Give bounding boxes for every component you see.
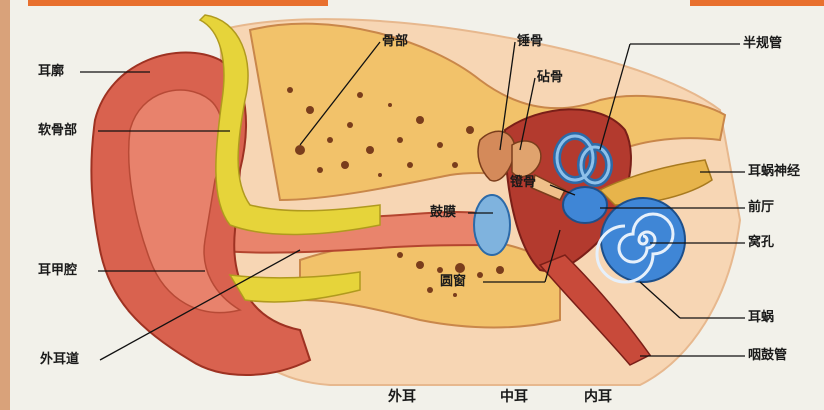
label-bony-part: 骨部 [382, 34, 408, 50]
label-vestibule: 前厅 [748, 200, 774, 216]
section-middle-ear: 中耳 [500, 386, 528, 406]
label-concha: 耳甲腔 [38, 263, 77, 279]
label-eustachian: 咽鼓管 [748, 348, 787, 364]
label-cochlear-nerve: 耳蜗神经 [748, 164, 800, 180]
label-stapes: 镫骨 [510, 175, 536, 191]
label-malleus: 锤骨 [517, 34, 543, 50]
eardrum-shape [474, 195, 510, 255]
section-inner-ear: 内耳 [584, 386, 612, 406]
page-edge [0, 0, 10, 410]
label-oval-window: 窝孔 [748, 235, 774, 251]
label-ear-canal: 外耳道 [40, 352, 79, 368]
label-eardrum: 鼓膜 [430, 205, 456, 221]
label-cochlea: 耳蜗 [748, 310, 774, 326]
section-outer-ear: 外耳 [388, 386, 416, 406]
label-incus: 砧骨 [537, 70, 563, 86]
label-auricle: 耳廓 [38, 64, 64, 80]
label-semicircular: 半规管 [743, 36, 782, 52]
label-cartilage: 软骨部 [38, 123, 77, 139]
label-round-window: 圆窗 [440, 274, 466, 290]
